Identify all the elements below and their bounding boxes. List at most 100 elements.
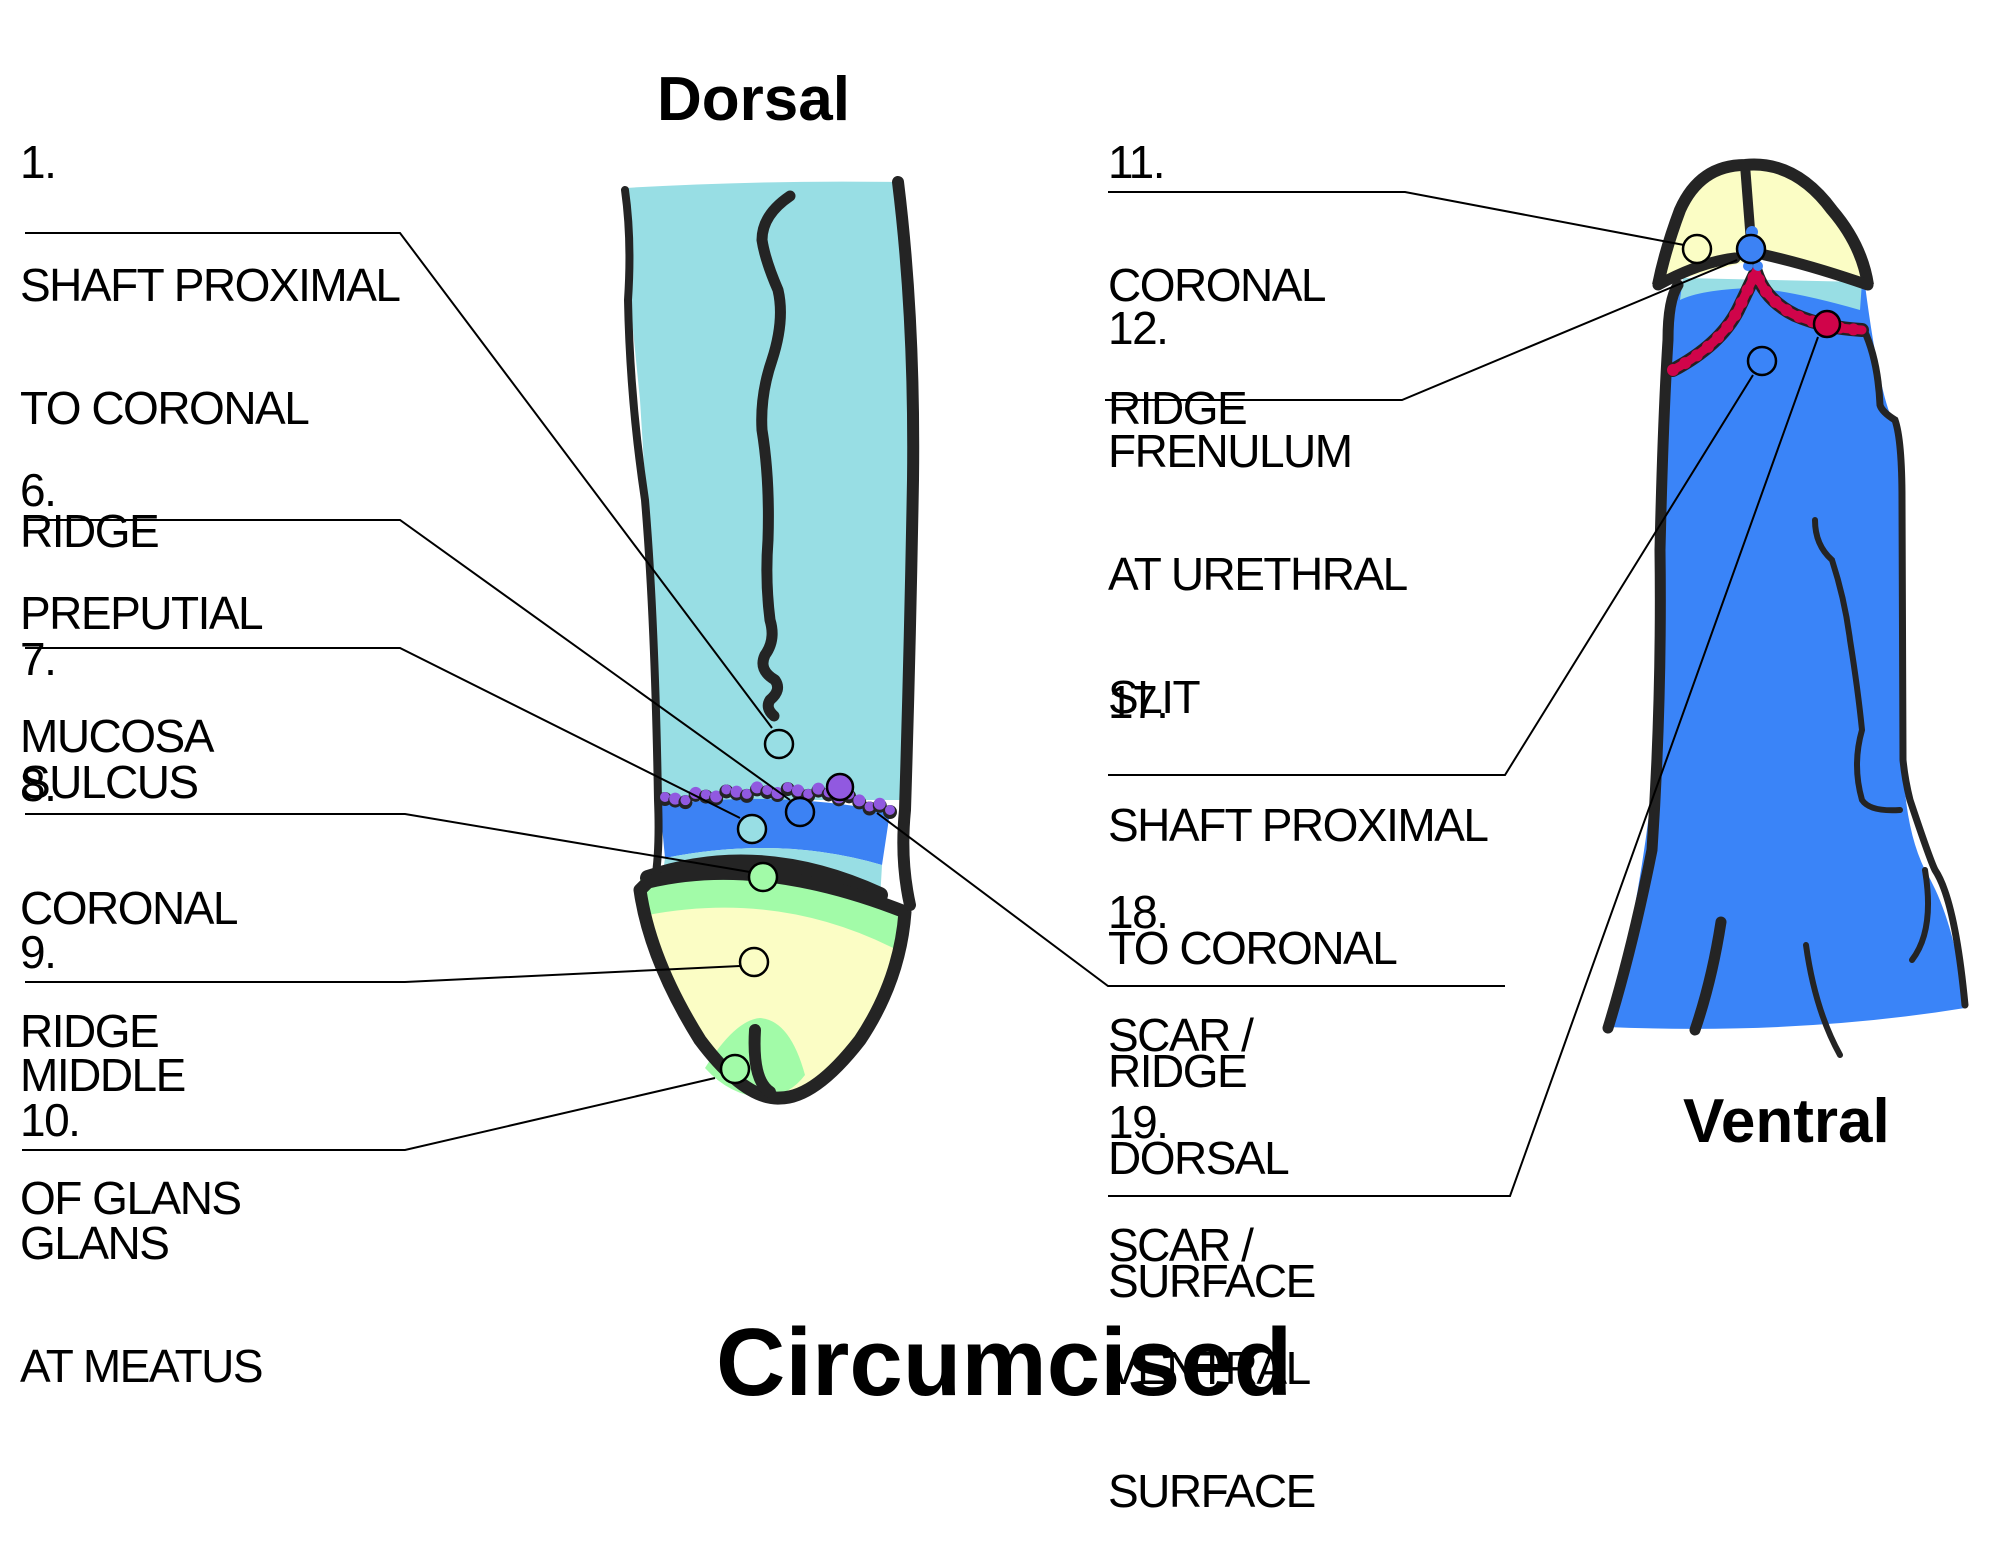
- label-number: 7.: [20, 633, 57, 685]
- ventral-vein: [1812, 517, 1903, 814]
- leader-line-8: [25, 813, 751, 873]
- sample-point-12: [1735, 233, 1767, 265]
- label-line: MIDDLE: [20, 1049, 186, 1101]
- label-number: 12.: [1108, 302, 1169, 354]
- scar-dot: [1793, 310, 1806, 323]
- scar-dot: [1679, 357, 1692, 370]
- scar-dot: [1735, 296, 1748, 309]
- ventral-coronal-rim-left: [1652, 252, 1741, 291]
- scar-dot: [791, 784, 804, 797]
- label-number: 17.: [1108, 676, 1169, 728]
- label-10: 10. GLANS AT MEATUS: [20, 1018, 264, 1428]
- label-line: FRENULUM: [1108, 425, 1353, 477]
- sample-points: [719, 233, 1842, 1085]
- leader-line-19: [1108, 336, 1819, 1197]
- label-line: VENTRAL: [1108, 1342, 1311, 1394]
- dorsal-shaft-left-outline: [621, 186, 663, 884]
- ventral-coronal-rim-right: [1759, 249, 1874, 291]
- label-line: OF GLANS: [20, 1172, 242, 1224]
- ventral-view-title: Ventral: [1683, 1087, 1890, 1156]
- ventral-shaft-right-outline: [1860, 326, 1969, 1009]
- label-8: 8. CORONAL RIDGE: [20, 683, 238, 1093]
- scar-dot: [721, 784, 732, 795]
- ventral-view: [1602, 158, 1969, 1058]
- scar-dot: [1690, 349, 1703, 362]
- dorsal-glans-outline: [633, 866, 912, 1105]
- label-6: 6. PREPUTIAL MUCOSA: [20, 388, 264, 798]
- leader-line-1: [25, 232, 773, 729]
- label-11: 11. CORONAL RIDGE: [1108, 60, 1326, 470]
- scar-dot: [710, 790, 723, 803]
- scar-dot: [689, 786, 702, 799]
- scar-dot: [812, 782, 825, 795]
- label-18: 18. SCAR / DORSAL SURFACE: [1108, 810, 1316, 1343]
- ventral-mucosa-band: [1680, 278, 1862, 310]
- scar-dot: [803, 788, 814, 799]
- label-number: 18.: [1108, 886, 1169, 938]
- label-9: 9. MIDDLE OF GLANS: [20, 850, 242, 1260]
- leader-line-11: [1108, 191, 1685, 246]
- label-line: TO CORONAL: [1108, 922, 1398, 974]
- ventral-shaft-left-outline: [1602, 279, 1684, 1034]
- label-line: SCAR /: [1108, 1009, 1254, 1061]
- label-line: CORONAL: [20, 882, 238, 934]
- scar-dot: [1769, 295, 1782, 308]
- scar-dot: [1780, 304, 1793, 317]
- label-number: 6.: [20, 464, 57, 516]
- label-number: 19.: [1108, 1096, 1169, 1148]
- sample-point-10: [719, 1053, 751, 1085]
- leader-line-12: [1105, 259, 1738, 401]
- label-number: 11.: [1108, 136, 1166, 188]
- scar-dot: [1729, 309, 1742, 322]
- leader-line-7: [25, 647, 741, 819]
- scar-dot: [885, 805, 895, 815]
- label-line: RIDGE: [20, 505, 160, 557]
- dorsal-view: [621, 176, 920, 1105]
- scar-dot: [1741, 283, 1754, 296]
- scar-dot: [680, 795, 691, 806]
- scar-dot: [853, 794, 866, 807]
- diagram-canvas: [22, 158, 1969, 1197]
- sample-point-9: [738, 946, 770, 978]
- scar-dot: [873, 797, 886, 810]
- scar-dot: [1701, 340, 1714, 353]
- scar-dot: [762, 785, 773, 796]
- leader-line-9: [25, 965, 741, 983]
- label-line: CORONAL: [1108, 259, 1326, 311]
- sample-point-18: [825, 772, 855, 802]
- sample-point-19: [1812, 309, 1842, 339]
- label-line: AT URETHRAL: [1108, 548, 1408, 600]
- ventral-shaft: [1607, 285, 1965, 1029]
- scar-dot: [1752, 273, 1765, 286]
- ventral-fold-right: [1909, 867, 1932, 963]
- scar-dot: [1712, 331, 1725, 344]
- label-line: AT MEATUS: [20, 1340, 264, 1392]
- label-line: SLIT: [1108, 671, 1201, 723]
- label-line: RIDGE: [1108, 1045, 1248, 1097]
- label-line: SURFACE: [1108, 1255, 1316, 1307]
- label-line: TO CORONAL: [20, 382, 310, 434]
- ventral-fold-middle: [1803, 942, 1843, 1058]
- scar-dot: [660, 792, 670, 802]
- sample-point-7: [736, 813, 768, 845]
- scar-dot: [751, 781, 764, 794]
- label-7: 7. SULCUS: [20, 557, 199, 844]
- dorsal-meatus-slit: [748, 1024, 776, 1098]
- ventral-fold-left: [1689, 916, 1727, 1036]
- scar-dot: [1667, 364, 1679, 376]
- scar-dot: [700, 789, 711, 800]
- leader-line-17: [1108, 374, 1754, 776]
- leader-line-6: [25, 519, 791, 801]
- leader-lines: [22, 191, 1819, 1197]
- label-line: RIDGE: [1108, 382, 1248, 434]
- label-line: GLANS: [20, 1217, 170, 1269]
- label-line: SCAR /: [1108, 1219, 1254, 1271]
- scar-dot: [864, 801, 875, 812]
- sample-point-1: [763, 728, 795, 760]
- scar-dot: [1721, 320, 1734, 333]
- dorsal-sulcus-band: [660, 798, 890, 865]
- label-line: SHAFT PROXIMAL: [20, 259, 401, 311]
- scar-dot: [669, 792, 682, 805]
- label-12: 12. FRENULUM AT URETHRAL SLIT: [1108, 226, 1408, 759]
- sample-point-6: [784, 796, 816, 828]
